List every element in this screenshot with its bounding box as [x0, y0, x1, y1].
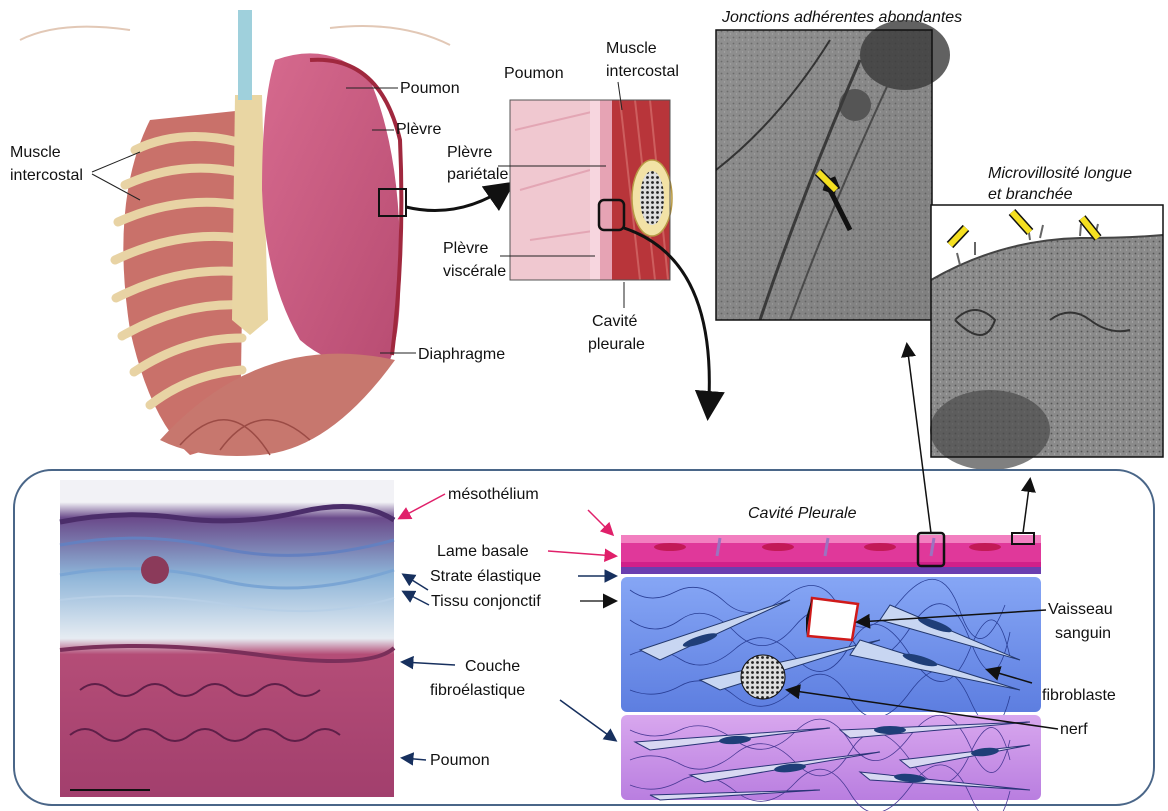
label-plevre-viscerale-1: Plèvre [443, 240, 488, 257]
histology-micrograph [60, 480, 394, 797]
label-poumon-zoom: Poumon [504, 65, 564, 82]
label-cavite-pleurale: Cavité Pleurale [748, 505, 857, 522]
label-couche-2: fibroélastique [430, 682, 525, 699]
label-vaisseau-1: Vaisseau [1048, 601, 1113, 618]
thorax-illustration [20, 10, 450, 456]
label-nerf: nerf [1060, 721, 1088, 738]
em-micrograph-microvilli [930, 205, 1163, 470]
label-muscle-zoom-2: intercostal [606, 63, 679, 80]
label-diaphragme: Diaphragme [418, 346, 505, 363]
label-couche-1: Couche [465, 658, 520, 675]
label-poumon-histology: Poumon [430, 752, 490, 769]
sternum [232, 95, 268, 335]
label-plevre-parietale-2: pariétale [447, 166, 508, 183]
label-plevre-parietale-1: Plèvre [447, 144, 492, 161]
pleura-zoom-panel [510, 100, 672, 280]
label-fibroblaste: fibroblaste [1042, 687, 1116, 704]
label-cavite-2: pleurale [588, 336, 645, 353]
label-strate-elastique: Strate élastique [430, 568, 541, 585]
label-plevre: Plèvre [396, 121, 441, 138]
label-vaisseau-2: sanguin [1055, 625, 1111, 642]
label-muscle-zoom-1: Muscle [606, 40, 657, 57]
label-cavite-1: Cavité [592, 313, 637, 330]
zoom-arrow-1 [406, 185, 510, 211]
label-microvillosite-1: Microvillosité longue [988, 165, 1132, 182]
label-muscle-intercostal-2: intercostal [10, 167, 83, 184]
label-plevre-viscerale-2: viscérale [443, 263, 506, 280]
label-lame-basale: Lame basale [437, 543, 529, 560]
label-jonctions: Jonctions adhérentes abondantes [721, 9, 962, 26]
label-poumon-anatomy: Poumon [400, 80, 460, 97]
label-tissu-conjonctif: Tissu conjonctif [431, 593, 541, 610]
label-mesothelium: mésothélium [448, 486, 539, 503]
label-muscle-intercostal-1: Muscle [10, 144, 61, 161]
trachea [238, 10, 252, 100]
label-microvillosite-2: et branchée [988, 186, 1073, 203]
em-micrograph-junctions [716, 20, 950, 320]
